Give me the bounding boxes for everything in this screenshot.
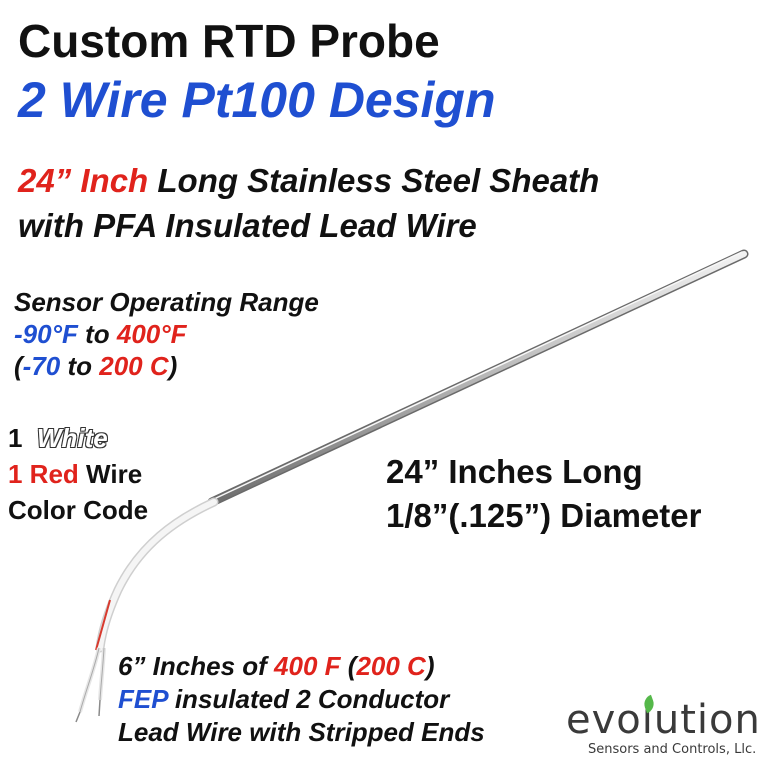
red-wire-label: 1 Red — [8, 459, 79, 489]
conductor-text: insulated 2 Conductor — [167, 684, 450, 714]
red-wire-line: 1 Red Wire — [8, 456, 148, 492]
length-highlight: 24” Inch — [18, 162, 149, 199]
lead-wire-description: with PFA Insulated Lead Wire — [18, 207, 477, 244]
insulated-lead-wire — [95, 497, 219, 653]
lead-paren-close: ) — [425, 651, 435, 681]
range-c-open: ( — [14, 351, 23, 381]
range-f-high: 400°F — [116, 319, 187, 349]
range-f-low: -90°F — [14, 319, 78, 349]
range-c-high: 200 C — [99, 351, 169, 381]
range-f-to: to — [77, 319, 117, 349]
lead-wire-line1: 6” Inches of 400 F (200 C) — [118, 650, 485, 683]
white-wire-line: 1 White — [8, 420, 148, 456]
operating-range: Sensor Operating Range -90°F to 400°F (-… — [14, 286, 319, 382]
range-c-close: ) — [168, 351, 178, 381]
range-c-low: -70 — [22, 351, 61, 381]
probe-length: 24” Inches Long — [386, 453, 643, 490]
range-c-to: to — [60, 351, 100, 381]
lead-temp-c: 200 C — [356, 651, 426, 681]
lead-wire-line2: FEP insulated 2 Conductor — [118, 683, 485, 716]
stripped-conductors — [75, 647, 106, 723]
evolution-logo: evolution Sensors and Controls, Llc. — [566, 694, 761, 757]
lead-paren-open: ( — [340, 651, 357, 681]
lead-wire-spec: 6” Inches of 400 F (200 C) FEP insulated… — [118, 650, 485, 749]
wire-word: Wire — [78, 459, 143, 489]
sheath-description: 24” Inch Long Stainless Steel Sheath — [18, 162, 599, 200]
page-title: Custom RTD Probe — [18, 15, 440, 67]
wire-color-code: 1 White 1 Red Wire Color Code — [8, 420, 148, 528]
white-wire-label: White — [36, 423, 108, 453]
page-subtitle: 2 Wire Pt100 Design — [18, 72, 496, 128]
steel-sheath — [207, 249, 749, 507]
fep-label: FEP — [118, 684, 168, 714]
range-heading: Sensor Operating Range — [14, 287, 319, 317]
lead-wire-line3: Lead Wire with Stripped Ends — [118, 717, 485, 747]
lead-length: 6” Inches of — [118, 651, 275, 681]
sheath-text: Long Stainless Steel Sheath — [148, 162, 600, 199]
color-code-caption: Color Code — [8, 495, 149, 525]
probe-diameter: 1/8”(.125”) Diameter — [386, 497, 702, 534]
logo-wordmark: evolution — [566, 697, 761, 743]
range-fahrenheit: -90°F to 400°F — [14, 318, 319, 350]
range-celsius: (-70 to 200 C) — [14, 350, 319, 382]
white-wire-count: 1 — [8, 423, 23, 453]
logo-tagline: Sensors and Controls, Llc. — [588, 742, 757, 757]
probe-dimensions: 24” Inches Long 1/8”(.125”) Diameter — [386, 450, 701, 538]
lead-temp-f: 400 F — [274, 651, 341, 681]
